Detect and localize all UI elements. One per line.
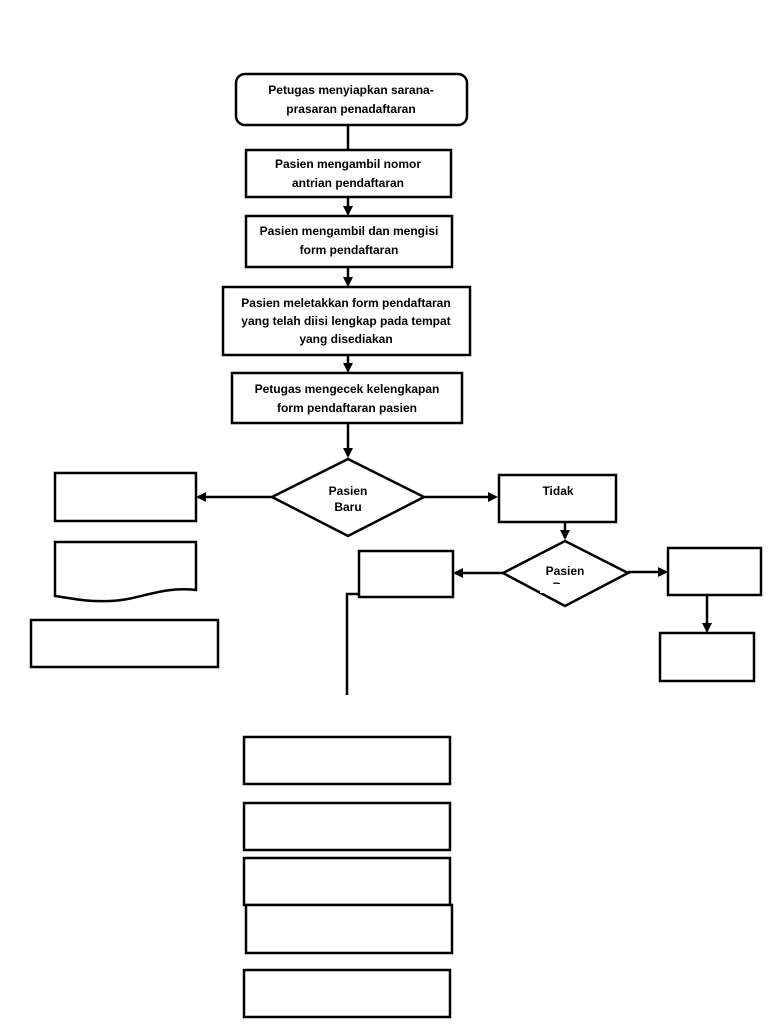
- empty-box-right-2: [658, 631, 756, 683]
- step1-line2: prasaran penadaftaran: [286, 102, 415, 116]
- no-label: Tidak: [542, 484, 573, 498]
- step1-line1: Petugas menyiapkan sarana-: [268, 83, 433, 97]
- empty-box-right-1: [666, 546, 763, 597]
- empty-box-bottom-1: [242, 735, 452, 786]
- empty-box-middle: [357, 549, 455, 599]
- node-step3: Pasien mengambil dan mengisi form pendaf…: [244, 214, 454, 269]
- node-no: Tidak: [497, 473, 618, 524]
- step4-line3: yang disediakan: [299, 332, 392, 346]
- step2-line2: antrian pendaftaran: [292, 176, 404, 190]
- node-step5: Petugas mengecek kelengkapan form pendaf…: [230, 371, 464, 425]
- node-step1: Petugas menyiapkan sarana- prasaran pena…: [234, 72, 469, 127]
- empty-box-bottom-2: [242, 801, 452, 852]
- decision-new-line2: Baru: [334, 500, 361, 514]
- step5-line1: Petugas mengecek kelengkapan: [255, 382, 440, 396]
- empty-box-left-1: [53, 471, 198, 523]
- empty-box-bottom-5: [242, 968, 452, 1019]
- connector-middle-down: [345, 592, 359, 695]
- empty-box-left-2: [29, 618, 220, 669]
- empty-box-bottom-4: [244, 903, 454, 955]
- empty-box-bottom-3: [242, 856, 452, 907]
- decision-new-patient: Pasien Baru: [269, 457, 427, 538]
- step3-line2: form pendaftaran: [300, 243, 399, 257]
- step5-line2: form pendaftaran pasien: [277, 401, 417, 415]
- decision-new-line1: Pasien: [329, 484, 368, 498]
- step4-line2: yang telah diisi lengkap pada tempat: [241, 314, 450, 328]
- node-step2: Pasien mengambil nomor antrian pendaftar…: [244, 148, 453, 199]
- decision-second: Pasien B: [500, 539, 631, 608]
- document-shape-left: [53, 540, 198, 603]
- step3-line1: Pasien mengambil dan mengisi: [260, 224, 439, 238]
- node-step4: Pasien meletakkan form pendaftaran yang …: [221, 285, 472, 357]
- step2-line1: Pasien mengambil nomor: [275, 157, 421, 171]
- decision-second-line1: Pasien: [546, 564, 585, 578]
- step4-line1: Pasien meletakkan form pendaftaran: [241, 296, 450, 310]
